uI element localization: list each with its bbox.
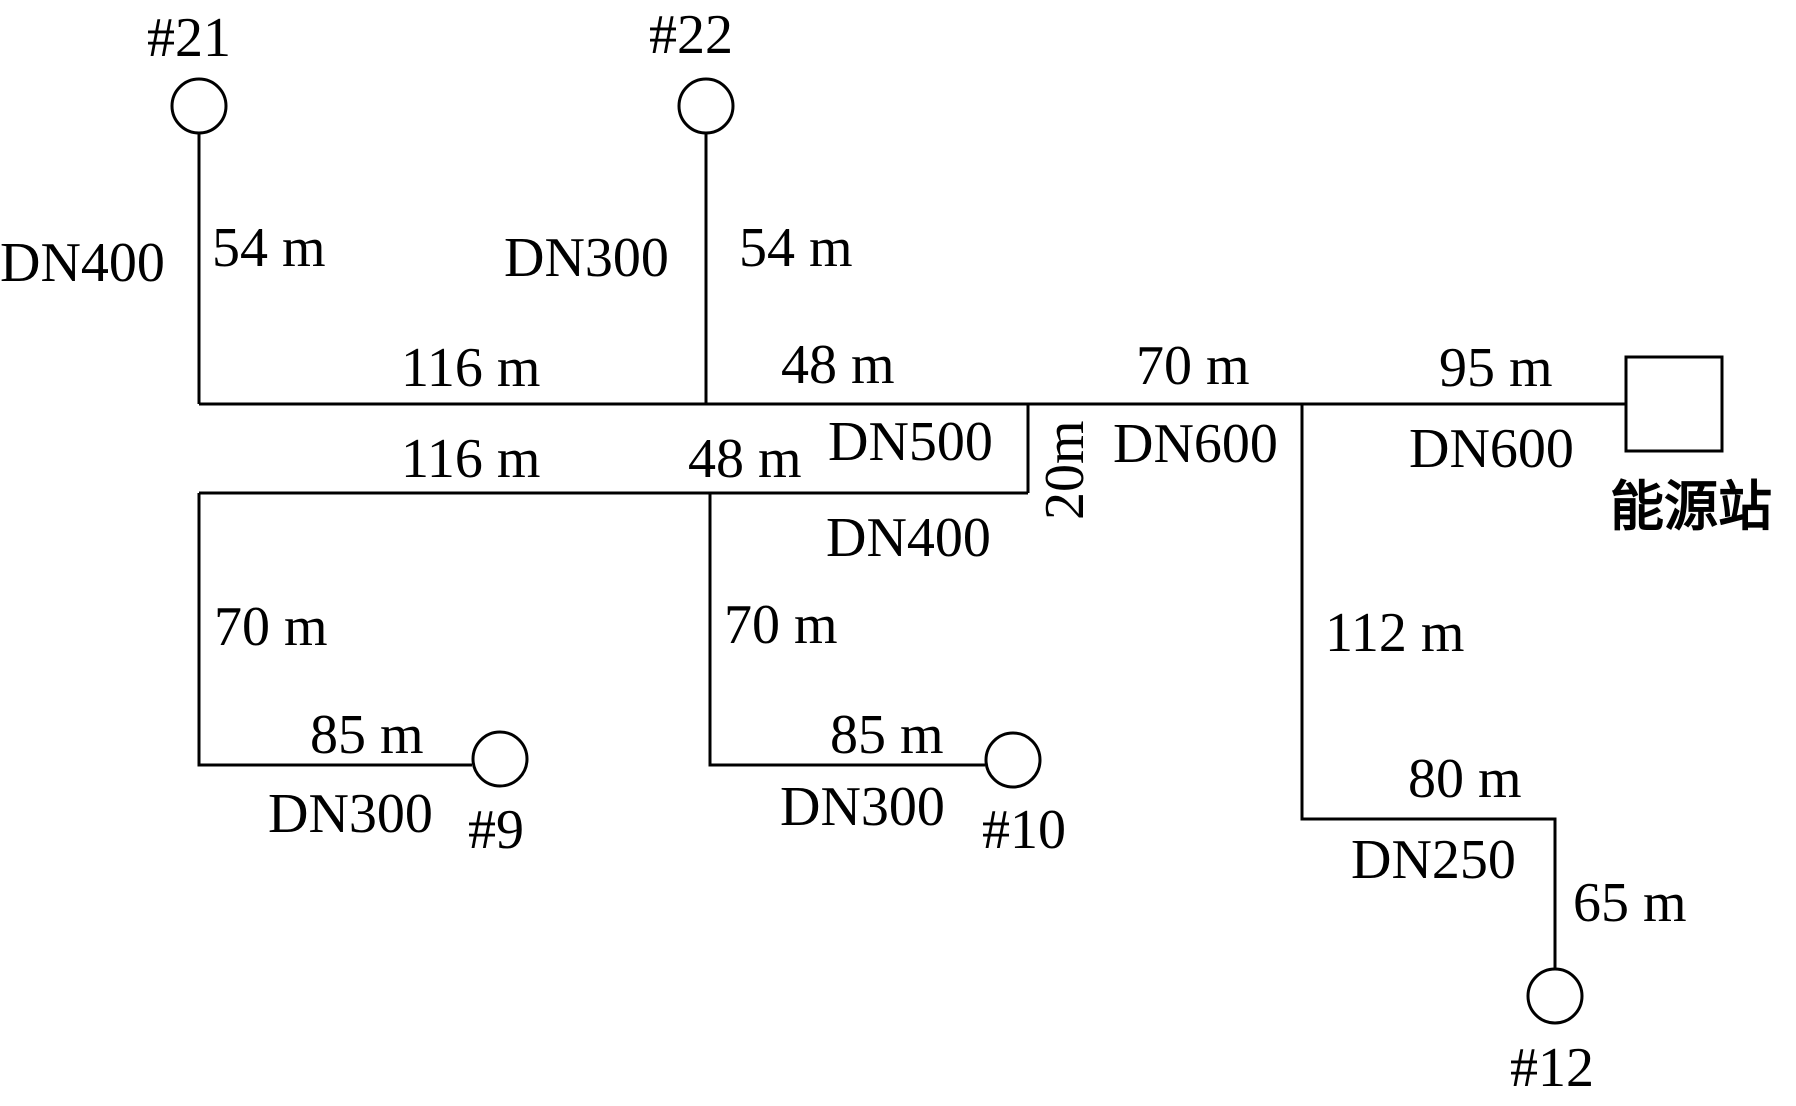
pipe-to-12 xyxy=(1300,404,1557,968)
length-lead-12-horizontal: 80 m xyxy=(1408,748,1522,810)
diameter-main-mid: DN600 xyxy=(1113,413,1278,475)
length-branch-21: 54 m xyxy=(212,217,326,279)
length-connector: 20m xyxy=(1034,420,1096,520)
energy-station-box xyxy=(1624,355,1724,453)
diameter-branch-22: DN300 xyxy=(504,227,669,289)
node-12-circle xyxy=(1526,967,1584,1025)
length-lead-9: 85 m xyxy=(310,704,424,766)
length-lead-12-vertical: 65 m xyxy=(1573,872,1687,934)
pipe-to-10 xyxy=(708,493,985,767)
length-top-main-west: 116 m xyxy=(401,337,540,399)
diameter-lead-12: DN250 xyxy=(1351,829,1516,891)
length-labels: 54 m 54 m 116 m 48 m 70 m 95 m 116 m 48 … xyxy=(212,217,1687,934)
length-top-main-mid: 48 m xyxy=(781,334,895,396)
diameter-lower-main: DN400 xyxy=(826,507,991,569)
node-10-label: #10 xyxy=(982,799,1066,861)
length-drop-9: 70 m xyxy=(214,596,328,658)
pipe-to-9 xyxy=(197,493,472,767)
node-21-label: #21 xyxy=(147,7,231,69)
length-lead-10: 85 m xyxy=(830,704,944,766)
node-9-label: #9 xyxy=(468,799,524,861)
pipe-segments xyxy=(197,131,1626,968)
length-main-east: 95 m xyxy=(1439,337,1553,399)
length-drop-10: 70 m xyxy=(724,594,838,656)
diameter-lead-10: DN300 xyxy=(780,776,945,838)
length-lower-main-west: 116 m xyxy=(401,428,540,490)
diameter-main-east: DN600 xyxy=(1409,418,1574,480)
diameter-branch-21: DN400 xyxy=(0,232,165,294)
diameter-labels: DN400 DN300 DN500 DN400 DN600 DN600 DN30… xyxy=(0,227,1574,891)
node-22-label: #22 xyxy=(649,4,733,66)
node-9-circle xyxy=(471,730,529,788)
diameter-lead-9: DN300 xyxy=(268,783,433,845)
node-12-label: #12 xyxy=(1510,1037,1594,1099)
node-labels: #21 #22 #9 #10 #12 能源站 xyxy=(147,4,1772,1099)
length-branch-22: 54 m xyxy=(739,217,853,279)
nodes xyxy=(170,77,1724,1025)
diameter-upper-main: DN500 xyxy=(828,411,993,473)
energy-station-label: 能源站 xyxy=(1610,475,1772,538)
node-10-circle xyxy=(984,731,1042,789)
length-main-mid: 70 m xyxy=(1136,335,1250,397)
length-lower-main-mid: 48 m xyxy=(688,428,802,490)
node-22-circle xyxy=(677,77,735,135)
length-drop-12: 112 m xyxy=(1325,602,1464,664)
node-21-circle xyxy=(170,77,228,135)
